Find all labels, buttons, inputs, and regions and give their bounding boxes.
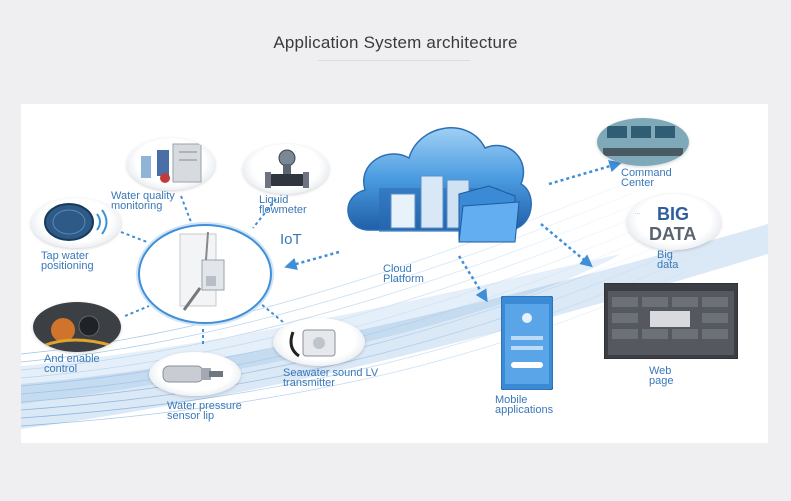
- seawater-label: Seawater sound LV transmitter: [283, 367, 379, 389]
- architecture-diagram: Cloud Platform IoT Water quality monitor…: [21, 104, 768, 443]
- liquid-flowmeter-icon: [265, 149, 309, 188]
- water-quality-analyzer-icon: [141, 143, 202, 183]
- big-data-label: Big data: [657, 249, 679, 271]
- level-transmitter-icon: [289, 329, 336, 358]
- connector-seawater: [260, 303, 284, 323]
- arrow-to-mobile: [457, 255, 488, 303]
- pressure-sensor-label: Water pressure sensor lip: [167, 400, 242, 422]
- tap-water-node: [31, 198, 121, 248]
- iot-label: IoT: [280, 231, 302, 248]
- arrow-to-command-center: [548, 160, 622, 186]
- cloud-platform-icon: [347, 127, 532, 243]
- control-room-icon: [597, 118, 689, 166]
- iot-gateway-hub: [138, 224, 272, 324]
- page-title: Application System architecture: [273, 33, 518, 52]
- connector-tap-water: [120, 231, 148, 243]
- pressure-sensor-icon: [162, 365, 223, 383]
- water-quality-node: [127, 138, 215, 190]
- sensor-connectors: [120, 195, 284, 344]
- title-underline: [318, 60, 470, 61]
- connector-water-quality: [180, 195, 192, 223]
- web-page-label: Web page: [649, 365, 674, 387]
- arrow-cloud-to-iot: [284, 250, 340, 270]
- valve-control-icon: [33, 302, 121, 352]
- iot-gateway-device-icon: [179, 231, 225, 311]
- big-data-art-data: DATA: [649, 224, 696, 244]
- cloud-platform-label: Cloud Platform: [383, 263, 424, 285]
- big-data-node: BIG DATA ...: [627, 194, 721, 250]
- connector-flowmeter: [252, 198, 277, 229]
- enable-control-label: And enable control: [44, 353, 100, 375]
- tap-water-label: Tap water positioning: [41, 250, 94, 272]
- connector-enable-control: [124, 305, 150, 317]
- water-quality-label: Water quality monitoring: [111, 190, 175, 212]
- seawater-node: [273, 318, 365, 366]
- web-dashboard-icon: [604, 283, 738, 359]
- command-center-node: [597, 118, 689, 166]
- big-data-art-big: BIG: [657, 204, 689, 224]
- mobile-phone-icon: [501, 296, 553, 390]
- big-data-word-cloud-icon: BIG DATA ...: [635, 204, 696, 244]
- svg-text:...: ...: [635, 210, 640, 216]
- pressure-sensor-node: [149, 352, 241, 396]
- flowmeter-label: Liquid flowmeter: [259, 194, 307, 216]
- flowmeter-node: [243, 144, 329, 194]
- command-center-label: Command Center: [621, 167, 672, 189]
- arrow-to-web-page: [540, 223, 593, 268]
- mobile-label: Mobile applications: [495, 394, 554, 416]
- manhole-cover-icon: [44, 203, 108, 241]
- enable-control-node: [33, 302, 121, 352]
